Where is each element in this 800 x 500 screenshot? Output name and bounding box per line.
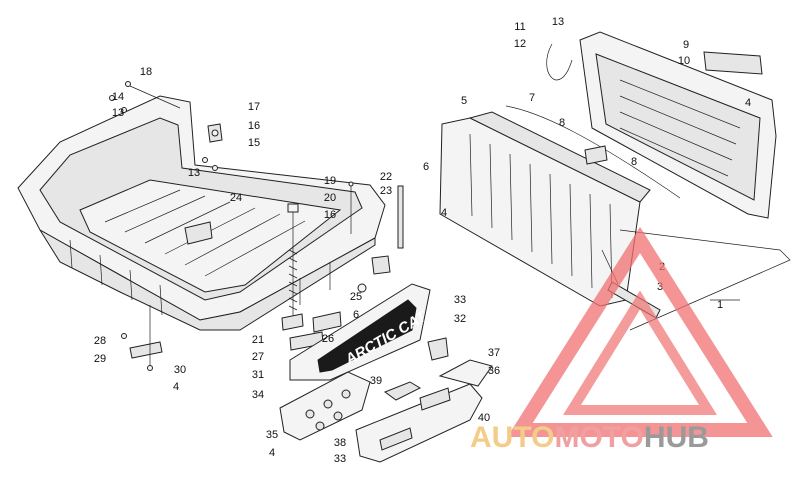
callout-c29: 29 bbox=[94, 353, 106, 365]
callout-c11: 11 bbox=[514, 21, 525, 33]
hinge-lower-left bbox=[121, 305, 163, 371]
callout-c22: 22 bbox=[380, 171, 392, 183]
callout-c13b: 13 bbox=[112, 107, 124, 119]
callout-c7: 7 bbox=[529, 92, 535, 104]
callout-c27: 27 bbox=[252, 351, 264, 363]
callout-c32: 32 bbox=[454, 313, 466, 325]
callout-c6b: 6 bbox=[353, 309, 359, 321]
tailgate-assembly bbox=[439, 31, 791, 331]
callout-labels: 1234444566788910111213131314151616171819… bbox=[94, 16, 751, 465]
callout-c30: 30 bbox=[174, 364, 186, 376]
callout-c4c: 4 bbox=[173, 381, 179, 393]
callout-c13c: 13 bbox=[188, 167, 200, 179]
callout-c18: 18 bbox=[140, 66, 152, 78]
watermark-word-auto: AUTO bbox=[470, 421, 554, 454]
callout-c20: 20 bbox=[324, 192, 336, 204]
callout-c8b: 8 bbox=[631, 156, 637, 168]
watermark-word-hub: HUB bbox=[644, 421, 709, 454]
callout-c24: 24 bbox=[230, 192, 242, 204]
automotohub-watermark: AUTOMOTOHUB bbox=[470, 226, 773, 454]
callout-c16a: 16 bbox=[248, 120, 260, 132]
callout-c31: 31 bbox=[252, 369, 264, 381]
callout-c25: 25 bbox=[350, 291, 362, 303]
svg-text:AUTOMOTOHUB: AUTOMOTOHUB bbox=[470, 421, 709, 454]
callout-c4b: 4 bbox=[441, 207, 447, 219]
hardware-center bbox=[287, 181, 354, 320]
callout-c5: 5 bbox=[461, 95, 467, 107]
callout-c16b: 16 bbox=[324, 209, 336, 221]
callout-c4d: 4 bbox=[269, 447, 275, 459]
callout-c13a: 13 bbox=[552, 16, 564, 28]
callout-c19: 19 bbox=[324, 175, 336, 187]
callout-c23: 23 bbox=[380, 185, 392, 197]
watermark-triangle bbox=[507, 226, 773, 437]
callout-c35: 35 bbox=[266, 429, 278, 441]
callout-c8a: 8 bbox=[559, 117, 565, 129]
callout-c15: 15 bbox=[248, 137, 260, 149]
tailgate-trim: ARCTIC CAT bbox=[279, 283, 493, 463]
callout-c33a: 33 bbox=[454, 294, 466, 306]
callout-c1: 1 bbox=[717, 299, 723, 311]
callout-c33b: 33 bbox=[334, 453, 346, 465]
fasteners-box-corner bbox=[109, 81, 218, 171]
callout-c28: 28 bbox=[94, 335, 106, 347]
callout-c39: 39 bbox=[370, 375, 382, 387]
callout-c10: 10 bbox=[678, 55, 690, 67]
callout-c37: 37 bbox=[488, 347, 500, 359]
callout-c4a: 4 bbox=[745, 97, 751, 109]
callout-c26: 26 bbox=[322, 333, 334, 345]
callout-c21: 21 bbox=[252, 334, 264, 346]
callout-c38: 38 bbox=[334, 437, 346, 449]
cargo-box bbox=[17, 95, 404, 331]
callout-c36: 36 bbox=[488, 365, 500, 377]
callout-c6a: 6 bbox=[423, 161, 429, 173]
callout-c14: 14 bbox=[112, 91, 124, 103]
watermark-inner-triangle bbox=[563, 290, 717, 415]
watermark-word-moto: MOTO bbox=[554, 421, 643, 454]
callout-c12: 12 bbox=[514, 38, 526, 50]
callout-c9: 9 bbox=[683, 39, 689, 51]
callout-c40: 40 bbox=[478, 412, 490, 424]
callout-c34: 34 bbox=[252, 389, 264, 401]
callout-c17: 17 bbox=[248, 101, 260, 113]
callout-c3: 3 bbox=[657, 281, 663, 293]
